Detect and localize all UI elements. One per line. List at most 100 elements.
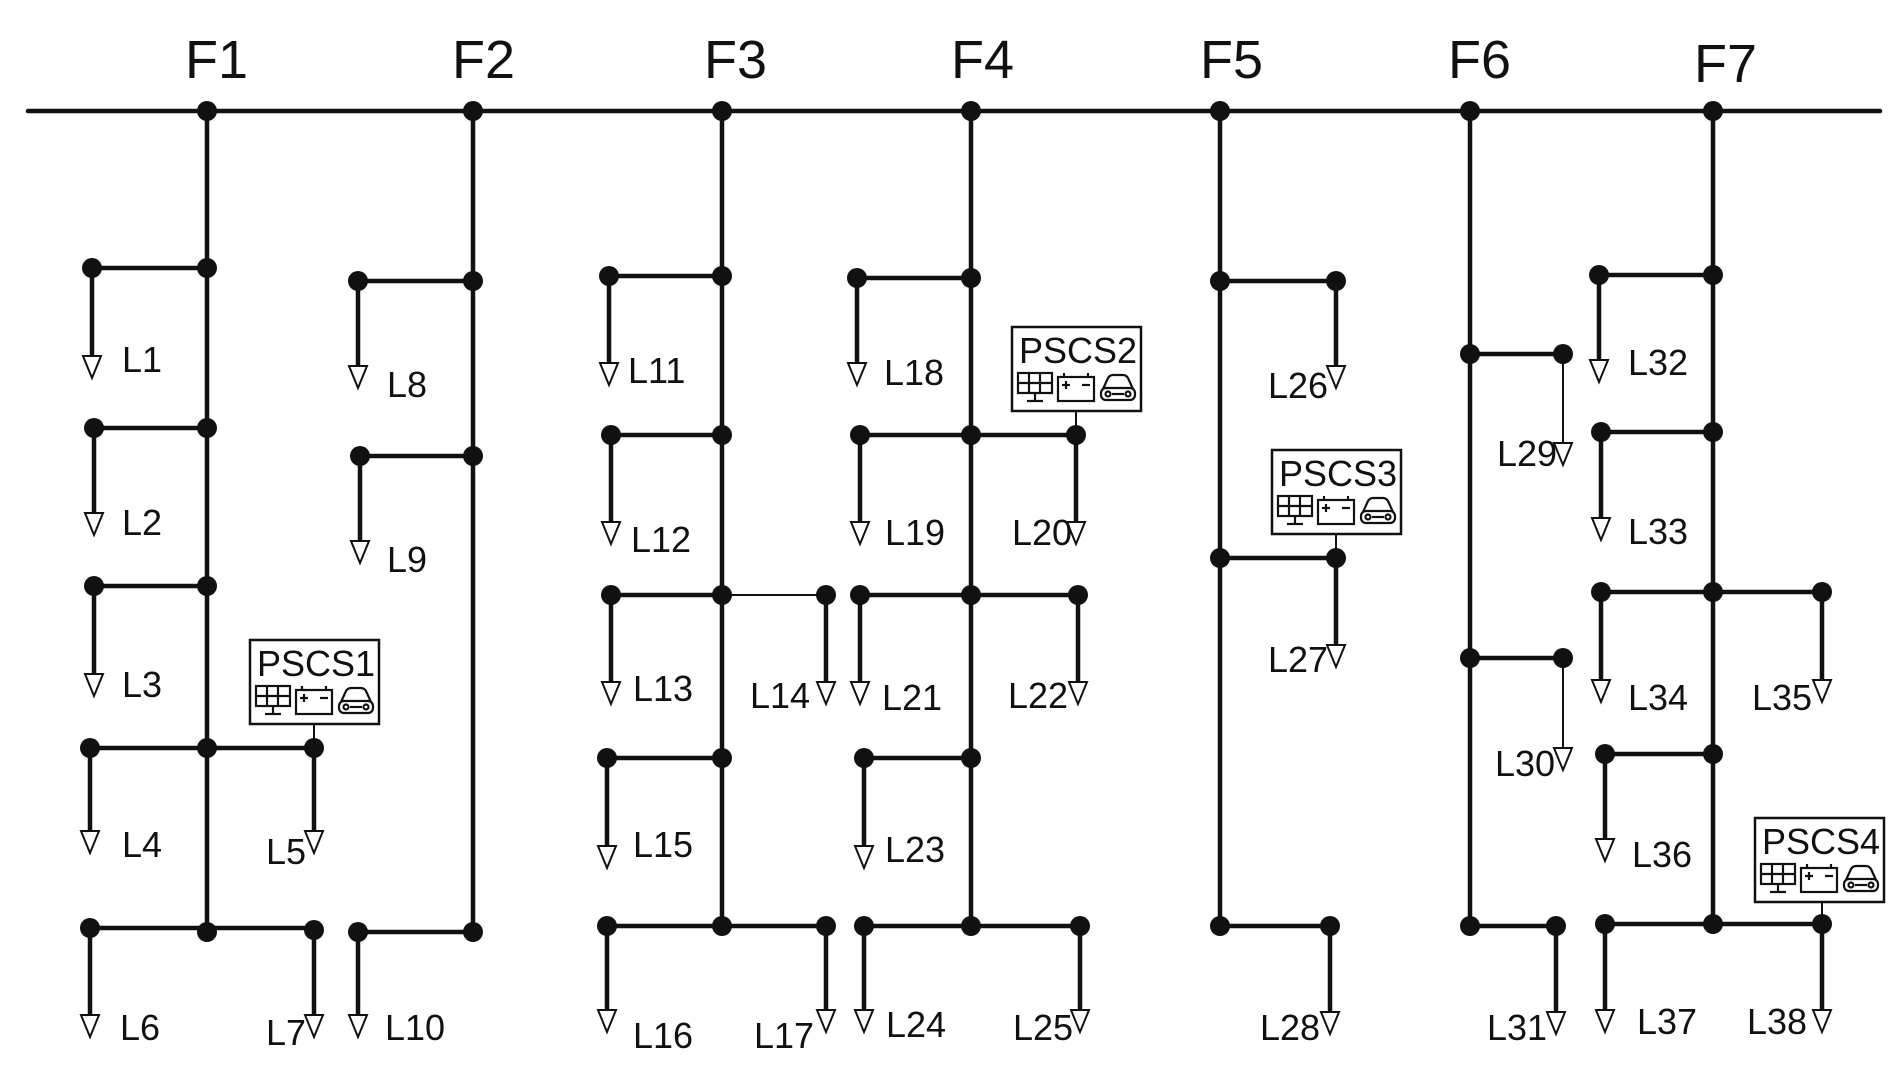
load-label-l21: L21 [882,677,942,718]
load-arrow-l12 [600,521,622,547]
load-arrow-l14 [815,681,837,707]
load-arrow-l31 [1545,1011,1567,1037]
load-arrow-l37 [1594,1009,1616,1035]
load-arrow-l34 [1590,679,1612,705]
pscs-station-2: PSCS2 [1010,325,1143,413]
load-label-l18: L18 [884,352,944,393]
load-arrow-l9 [349,540,371,566]
load-arrow-l19 [849,521,871,547]
feeder-f4-branches [846,268,1091,1035]
load-label-l29: L29 [1497,433,1557,474]
load-arrow-l23 [853,845,875,871]
feeder-f2-branches [347,271,483,1040]
load-label-l32: L32 [1628,342,1688,383]
load-label-l14: L14 [750,675,810,716]
load-label-l6: L6 [120,1007,160,1048]
load-label-l25: L25 [1013,1007,1073,1048]
load-arrow-l10 [347,1014,369,1040]
feeder-label-f6: F6 [1448,30,1511,90]
load-label-l4: L4 [122,824,162,865]
load-label-l37: L37 [1637,1001,1697,1042]
load-arrow-l5 [303,830,325,856]
load-arrow-l36 [1594,838,1616,864]
load-label-l5: L5 [266,831,306,872]
pscs-station-3: PSCS3 [1270,448,1403,536]
load-arrow-l38 [1811,1009,1833,1035]
load-arrow-l20 [1065,521,1087,547]
load-arrow-l25 [1069,1009,1091,1035]
bus-nodes [197,101,1723,121]
load-arrow-l28 [1319,1011,1341,1037]
load-arrow-l11 [598,362,620,388]
load-label-l23: L23 [885,829,945,870]
load-arrow-l30 [1552,747,1574,773]
load-arrow-l35 [1811,679,1833,705]
load-label-l30: L30 [1495,743,1555,784]
load-arrow-l18 [846,362,868,388]
pscs-station-4: PSCS4 [1753,816,1886,904]
feeder-f1-branches [79,258,325,1040]
pscs-label-1: PSCS1 [257,643,375,684]
load-label-l19: L19 [885,512,945,553]
load-arrow-l32 [1588,359,1610,385]
load-arrow-l6 [79,1014,101,1040]
load-label-l13: L13 [633,668,693,709]
feeder-f6-branches [1460,344,1574,1037]
load-label-l3: L3 [122,664,162,705]
load-label-l36: L36 [1632,834,1692,875]
load-arrow-l17 [815,1009,837,1035]
load-arrow-l4 [79,830,101,856]
pscs-label-4: PSCS4 [1762,821,1880,862]
load-label-l22: L22 [1008,675,1068,716]
load-label-l2: L2 [122,502,162,543]
feeder-label-f4: F4 [951,30,1014,90]
pscs-label-3: PSCS3 [1279,453,1397,494]
feeder-f7-branches [1588,265,1833,1035]
load-label-l33: L33 [1628,511,1688,552]
load-label-l35: L35 [1752,677,1812,718]
load-arrow-l22 [1067,681,1089,707]
load-arrow-l7 [303,1014,325,1040]
load-label-l17: L17 [754,1015,814,1056]
load-arrow-l33 [1590,517,1612,543]
feeder-f5-branches [1210,271,1347,1037]
feeder-label-f1: F1 [185,30,248,90]
load-label-l11: L11 [628,350,685,391]
load-arrow-l13 [600,681,622,707]
pscs-station-1: PSCS1 [248,638,381,726]
load-label-l8: L8 [387,364,427,405]
load-label-l26: L26 [1268,365,1328,406]
load-arrow-l16 [596,1009,618,1035]
load-arrow-l1 [81,355,103,381]
load-label-l9: L9 [387,539,427,580]
load-label-l27: L27 [1268,639,1328,680]
load-arrow-l21 [849,681,871,707]
load-label-l7: L7 [266,1012,306,1053]
feeder-f3-branches [596,266,837,1035]
load-label-l31: L31 [1487,1007,1547,1048]
pscs-label-2: PSCS2 [1019,330,1137,371]
load-arrow-l24 [853,1009,875,1035]
feeder-label-f5: F5 [1200,30,1263,90]
load-arrow-l15 [596,845,618,871]
load-label-l16: L16 [633,1015,693,1056]
load-label-l1: L1 [122,339,162,380]
load-arrow-l8 [347,365,369,391]
feeder-label-f3: F3 [704,30,767,90]
load-label-l24: L24 [886,1004,946,1045]
load-label-l20: L20 [1012,512,1072,553]
feeder-label-f7: F7 [1694,34,1757,94]
feeder-label-f2: F2 [452,30,515,90]
load-label-l28: L28 [1260,1007,1320,1048]
load-arrow-l2 [83,512,105,538]
load-arrow-l26 [1325,365,1347,391]
load-arrow-l29 [1552,442,1574,468]
load-label-l15: L15 [633,824,693,865]
load-arrow-l3 [83,673,105,699]
load-label-l34: L34 [1628,677,1688,718]
load-label-l12: L12 [631,519,691,560]
load-arrow-l27 [1325,644,1347,670]
load-label-l10: L10 [385,1007,445,1048]
load-label-l38: L38 [1747,1001,1807,1042]
